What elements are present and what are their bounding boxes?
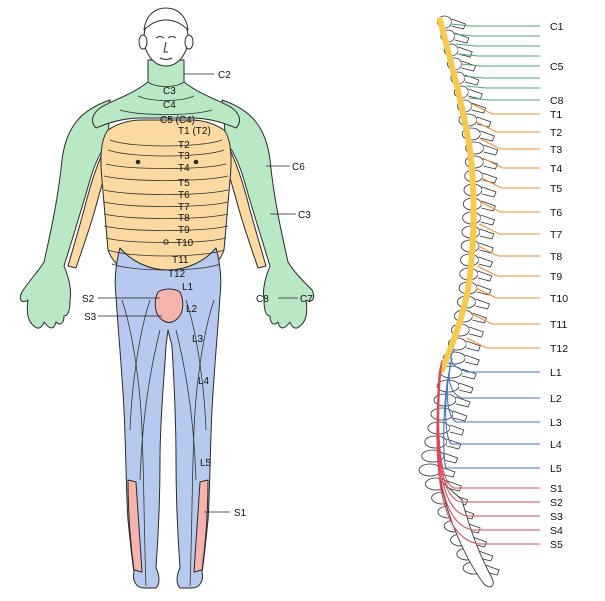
spine-label-t8: T8 <box>550 251 562 263</box>
spinal-nerves <box>437 24 540 544</box>
label-c5: C5 (C4) <box>160 115 195 126</box>
vertebra-process <box>469 327 483 337</box>
spinal-nerve <box>444 379 540 468</box>
spine-label-t11: T11 <box>550 319 567 331</box>
label-l1: L1 <box>182 282 194 293</box>
vertebra-process <box>465 355 479 365</box>
spine-label-l4: L4 <box>550 439 562 451</box>
spine-labels: C1C5C8T1T2T3T4T5T6T7T8T9T10T11T12L1L2L3L… <box>550 21 568 551</box>
spinal-nerve <box>461 64 540 66</box>
label-c6: C6 <box>292 162 305 173</box>
label-t1: T1 (T2) <box>178 126 211 137</box>
vertebra-process <box>459 383 473 393</box>
spine-label-s1: S1 <box>550 483 563 495</box>
spine-label-t7: T7 <box>550 229 562 241</box>
spinal-nerve <box>449 358 540 398</box>
vertebra-process <box>476 299 490 309</box>
spine-label-t12: T12 <box>550 343 568 355</box>
spine-label-l5: L5 <box>550 463 562 475</box>
vertebra <box>431 408 453 420</box>
right-nipple <box>194 160 198 164</box>
spine-label-t9: T9 <box>550 271 562 283</box>
label-c3-neck: C3 <box>163 86 176 97</box>
vertebra-process <box>481 215 495 225</box>
label-t7: T7 <box>178 202 190 213</box>
spine-label-l3: L3 <box>550 417 562 429</box>
spinal-nerve <box>439 360 540 488</box>
vertebra-process <box>466 341 480 351</box>
spine-label-l1: L1 <box>550 367 562 379</box>
label-s2: S2 <box>82 294 95 305</box>
label-t9: T9 <box>178 225 190 236</box>
spine-label-t1: T1 <box>550 109 562 121</box>
label-t11: T11 <box>172 255 189 266</box>
spine: C1C5C8T1T2T3T4T5T6T7T8T9T10T11T12L1L2L3L… <box>419 16 568 587</box>
label-t10: T10 <box>176 238 194 249</box>
label-t3: T3 <box>178 151 190 162</box>
spine-label-t10: T10 <box>550 293 568 305</box>
spine-label-l2: L2 <box>550 393 562 405</box>
label-t2: T2 <box>178 140 190 151</box>
spinal-nerve <box>453 34 540 36</box>
left-ear <box>139 35 147 49</box>
spine-label-s3: S3 <box>550 511 563 523</box>
left-nipple <box>136 160 140 164</box>
label-s3: S3 <box>84 312 97 323</box>
vertebra-process <box>462 61 476 71</box>
spine-label-t5: T5 <box>550 183 562 195</box>
spine-label-s2: S2 <box>550 497 563 509</box>
label-c3-arm: C3 <box>298 210 311 221</box>
left-arm-region <box>20 100 110 328</box>
spine-label-c5: C5 <box>550 61 564 73</box>
spinal-nerve <box>456 44 540 46</box>
spine-label-t3: T3 <box>550 144 562 156</box>
spinal-nerve <box>466 86 540 88</box>
vertebra-process <box>479 257 493 267</box>
label-c8: C8 <box>256 294 269 305</box>
label-l3: L3 <box>192 334 204 345</box>
spine-label-c8: C8 <box>550 95 564 107</box>
vertebra-process <box>482 187 496 197</box>
label-s1: S1 <box>234 508 247 519</box>
label-c4: C4 <box>163 100 176 111</box>
vertebra-process <box>468 89 482 99</box>
label-c2: C2 <box>218 70 231 81</box>
label-t6: T6 <box>178 190 190 201</box>
spine-label-t2: T2 <box>550 127 562 139</box>
spinal-nerve <box>463 76 540 78</box>
label-t5: T5 <box>178 178 190 189</box>
spine-label-s4: S4 <box>550 525 563 537</box>
vertebra-process <box>444 453 458 463</box>
label-c7: C7 <box>300 294 313 305</box>
label-t12: T12 <box>168 269 186 280</box>
vertebra-process <box>453 411 467 421</box>
vertebra-process <box>450 425 464 435</box>
spine-label-c1: C1 <box>550 21 564 33</box>
label-t8: T8 <box>178 213 190 224</box>
spine-label-t4: T4 <box>550 163 562 175</box>
label-l5: L5 <box>200 458 212 469</box>
label-l2: L2 <box>186 304 198 315</box>
spine-label-s5: S5 <box>550 539 563 551</box>
label-t4: T4 <box>178 163 190 174</box>
genital-sacral-region <box>155 289 183 323</box>
label-l4: L4 <box>198 376 210 387</box>
right-ear <box>185 35 193 49</box>
spine-label-t6: T6 <box>550 207 562 219</box>
